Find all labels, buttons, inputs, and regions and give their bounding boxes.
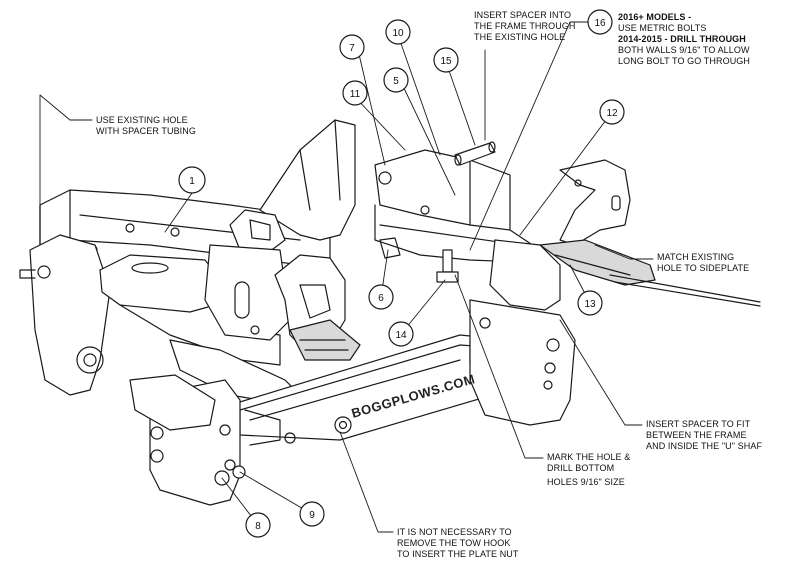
leader-9	[239, 471, 313, 515]
callout-15	[433, 47, 459, 73]
note-sideplate: MATCH EXISTING HOLE TO SIDEPLATE	[657, 252, 750, 273]
leader-7	[357, 49, 386, 166]
callout-10-label: 10	[392, 28, 404, 39]
long-bolt-right	[609, 274, 761, 307]
callout-11-label: 11	[350, 89, 361, 100]
note-spacer-fit: INSERT SPACER TO FIT BETWEEN THE FRAME A…	[646, 419, 763, 451]
callout-15-label: 15	[440, 56, 452, 67]
note-models: 2016+ MODELS - USE METRIC BOLTS 2014-201…	[618, 12, 750, 66]
callout-16	[587, 9, 613, 35]
note-existing-hole: USE EXISTING HOLE WITH SPACER TUBING	[96, 115, 196, 136]
leader-12	[519, 111, 613, 236]
callout-6	[368, 284, 394, 310]
callout-8-label: 8	[255, 521, 261, 532]
frame-arch	[229, 119, 356, 256]
leader-drill	[454, 274, 544, 459]
leader-10	[397, 34, 441, 156]
callout-1	[178, 166, 206, 194]
bracket-6	[379, 237, 401, 259]
callout-12-label: 12	[606, 108, 618, 119]
leader-1	[164, 192, 193, 233]
right-crossmember	[374, 149, 541, 263]
tow-hook-right	[559, 159, 631, 246]
note-tow-hook: IT IS NOT NECESSARY TO REMOVE THE TOW HO…	[397, 527, 519, 559]
leader-sideplate	[594, 244, 654, 260]
callout-9-label: 9	[309, 510, 315, 521]
leader-5	[401, 83, 456, 196]
callout-6-label: 6	[378, 293, 384, 304]
callout-13-label: 13	[584, 299, 596, 310]
leader-11	[354, 96, 406, 151]
callout-14-label: 14	[395, 330, 407, 341]
callout-13	[577, 290, 603, 316]
callout-1-label: 1	[189, 176, 195, 187]
callout-5	[383, 67, 409, 93]
callout-10	[385, 19, 411, 45]
note-drill: MARK THE HOLE & DRILL BOTTOM HOLES 9/16"…	[547, 452, 631, 487]
left-gusset	[129, 374, 296, 446]
right-u-bracket	[489, 239, 656, 311]
callout-8	[245, 512, 271, 538]
leader-existing-hole	[39, 94, 93, 206]
leader-spacer-fit	[559, 319, 643, 426]
left-sideplate	[204, 244, 291, 341]
callout-7-label: 7	[349, 43, 355, 54]
callout-14	[388, 321, 414, 347]
bolt-14	[436, 249, 459, 283]
left-u-bracket	[274, 254, 361, 361]
callout-11	[342, 80, 368, 106]
right-sideplate	[469, 299, 576, 426]
callout-5-label: 5	[393, 76, 399, 87]
left-mount-bracket	[19, 234, 111, 396]
leader-tow-hook	[339, 431, 394, 533]
callout-9	[299, 501, 325, 527]
callout-7	[339, 34, 365, 60]
spacer-tube	[454, 141, 496, 166]
note-spacer-frame: INSERT SPACER INTO THE FRAME THROUGH THE…	[474, 10, 576, 42]
leader-15	[445, 61, 476, 146]
callout-12	[599, 99, 625, 125]
callout-16-label: 16	[594, 18, 606, 29]
